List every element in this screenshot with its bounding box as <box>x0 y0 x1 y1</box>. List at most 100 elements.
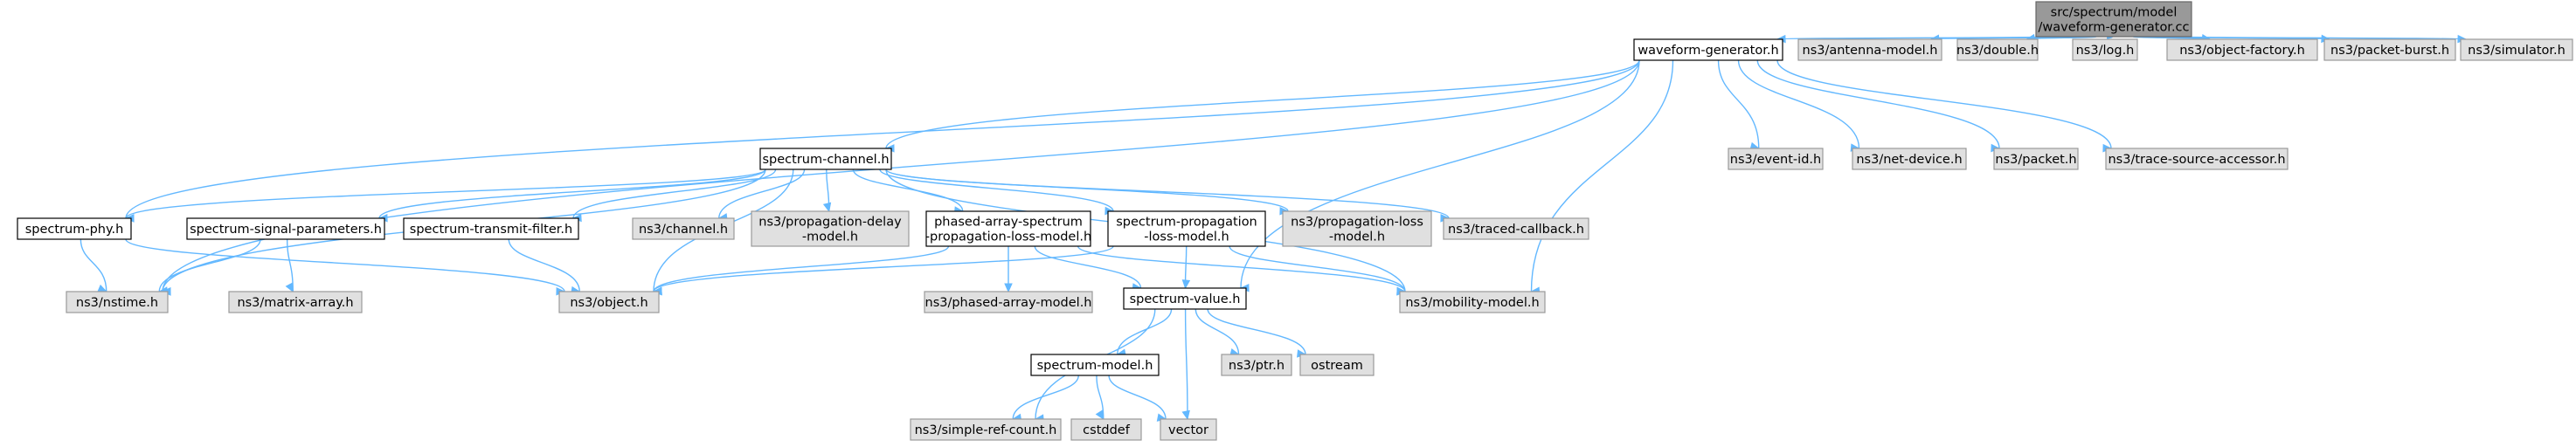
edge-schannel-to-ssp <box>378 168 766 219</box>
node-pdm: ns3/propagation-delay-model.h <box>751 210 910 247</box>
node-box <box>1956 38 2039 61</box>
node-box <box>2105 148 2289 170</box>
node-sphy[interactable]: spectrum-phy.h <box>17 217 132 240</box>
node-label: ns3/phased-array-model.h <box>925 296 1092 310</box>
edge-ssp-to-nstime <box>158 238 261 292</box>
node-label: ostream <box>1311 359 1363 373</box>
node-label: spectrum-channel.h <box>762 153 889 167</box>
edge-spl-to-object <box>653 245 1114 292</box>
node-box <box>751 210 910 247</box>
edge-wg-to-sphy <box>125 59 1640 219</box>
node-box <box>228 291 363 313</box>
node-label: ns3/nstime.h <box>76 296 158 310</box>
node-label: spectrum-propagation <box>1116 216 1257 230</box>
node-box <box>1797 38 1942 61</box>
node-label: spectrum-signal-parameters.h <box>190 223 382 237</box>
edge-svalue-to-vector <box>1184 308 1188 420</box>
node-channel: ns3/channel.h <box>632 217 735 240</box>
node-label: ns3/object-factory.h <box>2179 44 2305 58</box>
node-box <box>2166 38 2318 61</box>
node-svalue[interactable]: spectrum-value.h <box>1123 287 1247 310</box>
node-double: ns3/double.h <box>1956 38 2039 61</box>
edge-wg-to-schannel <box>885 59 1640 149</box>
edge-wg-to-netdevice <box>1737 59 1860 149</box>
node-box <box>1030 354 1160 376</box>
node-box <box>925 210 1091 247</box>
node-label: -loss-model.h <box>1144 230 1229 244</box>
edge-wg-to-nstime <box>162 59 1640 292</box>
edge-schannel-to-spl <box>879 168 1114 212</box>
edge-schannel-to-plm <box>885 168 1289 212</box>
node-object: ns3/object.h <box>558 291 660 313</box>
node-label: ns3/object.h <box>570 296 647 310</box>
edge-wg-to-packet <box>1756 59 2000 149</box>
node-paspl[interactable]: phased-array-spectrum-propagation-loss-m… <box>925 210 1091 247</box>
node-pam: ns3/phased-array-model.h <box>924 291 1093 313</box>
node-label: ns3/double.h <box>1956 44 2039 58</box>
node-label: spectrum-transmit-filter.h <box>410 223 572 237</box>
node-label: ns3/mobility-model.h <box>1405 296 1539 310</box>
node-box <box>910 418 1062 441</box>
node-label: ns3/simulator.h <box>2468 44 2566 58</box>
node-box <box>1399 291 1546 313</box>
edge-paspl-to-object <box>653 245 950 292</box>
node-label: ns3/propagation-delay <box>758 216 902 230</box>
node-box <box>1443 217 1589 240</box>
node-box <box>186 217 385 240</box>
node-label: ns3/trace-source-accessor.h <box>2108 153 2285 167</box>
edge-stf-to-object <box>508 238 580 292</box>
node-ssp[interactable]: spectrum-signal-parameters.h <box>186 217 385 240</box>
node-schannel[interactable]: spectrum-channel.h <box>759 148 892 170</box>
node-label: ns3/packet-burst.h <box>2330 44 2449 58</box>
node-mobility: ns3/mobility-model.h <box>1399 291 1546 313</box>
node-label: waveform-generator.h <box>1638 44 1778 58</box>
node-label: ns3/ptr.h <box>1229 359 1285 373</box>
node-box <box>1221 354 1292 376</box>
edge-spl-to-mobility <box>1229 245 1406 292</box>
node-cstddef: cstddef <box>1070 418 1142 441</box>
node-label: -propagation-loss-model.h <box>925 230 1091 244</box>
node-packet: ns3/packet.h <box>1993 148 2079 170</box>
node-box <box>1123 287 1247 310</box>
edge-wg-to-mobility <box>1530 59 1674 292</box>
node-label: -model.h <box>802 230 858 244</box>
edge-smodel-to-cstddef <box>1096 375 1104 420</box>
node-label: spectrum-phy.h <box>25 223 124 237</box>
edge-wg-to-eventid <box>1717 59 1760 149</box>
edge-schannel-to-tcb <box>885 168 1450 219</box>
edge-schannel-to-channel <box>718 168 806 219</box>
node-netdevice: ns3/net-device.h <box>1852 148 1967 170</box>
node-label: /waveform-generator.cc <box>2039 21 2190 35</box>
node-objfactory: ns3/object-factory.h <box>2166 38 2318 61</box>
edge-sphy-to-nstime <box>80 238 107 292</box>
node-label: ns3/simple-ref-count.h <box>915 423 1057 437</box>
node-spl[interactable]: spectrum-propagation-loss-model.h <box>1107 210 1266 247</box>
node-label: -model.h <box>1329 230 1385 244</box>
edge-wg-to-tsa <box>1776 59 2112 149</box>
arrow-head <box>1181 409 1190 421</box>
node-label: ns3/antenna-model.h <box>1803 44 1938 58</box>
node-box <box>2323 38 2456 61</box>
node-simulator: ns3/simulator.h <box>2460 38 2573 61</box>
node-smodel[interactable]: spectrum-model.h <box>1030 354 1160 376</box>
edge-sphy-to-object <box>125 238 565 292</box>
nodes-layer: src/spectrum/model/waveform-generator.cc… <box>17 1 2573 441</box>
node-box <box>1993 148 2079 170</box>
node-matrix: ns3/matrix-array.h <box>228 291 363 313</box>
node-label: ns3/log.h <box>2076 44 2135 58</box>
edge-svalue-to-ptr <box>1195 308 1240 355</box>
node-box <box>1070 418 1142 441</box>
arrow-head <box>1004 283 1013 293</box>
arrow-head <box>1181 279 1191 290</box>
node-root[interactable]: src/spectrum/model/waveform-generator.cc <box>2035 1 2192 38</box>
arrow-head <box>1095 409 1104 421</box>
node-label: ns3/packet.h <box>1995 153 2076 167</box>
edge-paspl-to-svalue <box>1034 245 1142 289</box>
node-box <box>1107 210 1266 247</box>
edge-paspl-to-mobility <box>1077 245 1406 292</box>
node-stf[interactable]: spectrum-transmit-filter.h <box>403 217 579 240</box>
node-wg[interactable]: waveform-generator.h <box>1633 38 1783 61</box>
node-box <box>1852 148 1967 170</box>
node-box <box>632 217 735 240</box>
